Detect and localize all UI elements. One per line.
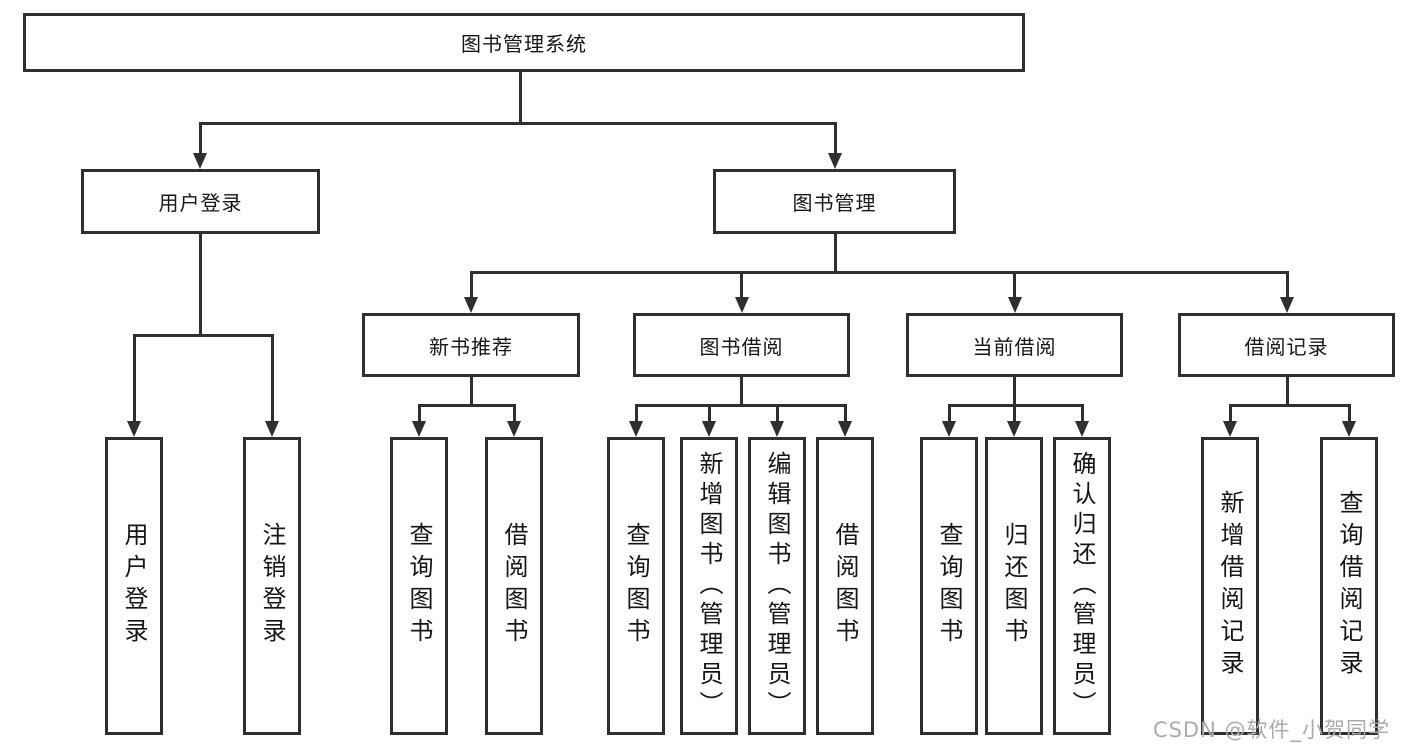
connector — [512, 405, 516, 423]
leaf-borrow-query-book-label: 查询图书 — [622, 522, 650, 650]
arrowhead-icon — [507, 421, 521, 437]
leaf-return-book: 归还图书 — [985, 437, 1043, 735]
leaf-borrow-book: 借阅图书 — [816, 437, 874, 735]
connector — [417, 405, 421, 423]
connector — [1012, 405, 1016, 423]
leaf-logout: 注销登录 — [243, 437, 301, 735]
connector — [1228, 405, 1232, 423]
connector — [634, 405, 638, 423]
arrowhead-icon — [1280, 297, 1294, 313]
leaf-edit-book-admin: 编辑图书（管理员） — [748, 437, 806, 735]
connector — [469, 377, 473, 405]
connector — [947, 403, 1084, 407]
node-borrow-records-label: 借阅记录 — [1244, 334, 1329, 359]
arrowhead-icon — [412, 421, 426, 437]
node-book-management-label: 图书管理 — [792, 191, 877, 215]
connector — [775, 405, 779, 423]
leaf-add-book-admin: 新增图书（管理员） — [680, 437, 738, 735]
node-user-login-label: 用户登录 — [158, 191, 243, 215]
arrowhead-icon — [629, 421, 643, 437]
node-new-book-recommend-label: 新书推荐 — [429, 334, 513, 359]
leaf-query-borrow-record-label: 查询借阅记录 — [1335, 490, 1363, 682]
connector — [469, 270, 1289, 274]
leaf-user-login-label: 用户登录 — [120, 522, 148, 650]
leaf-borrow-query-book: 查询图书 — [607, 437, 665, 735]
connector — [417, 403, 516, 407]
arrowhead-icon — [1342, 421, 1356, 437]
arrowhead-icon — [127, 421, 141, 437]
connector — [1285, 377, 1289, 405]
arrowhead-icon — [838, 421, 852, 437]
node-borrow-records: 借阅记录 — [1178, 313, 1395, 377]
arrowhead-icon — [1007, 421, 1021, 437]
connector — [518, 72, 522, 123]
node-user-login: 用户登录 — [81, 169, 320, 234]
connector — [740, 272, 743, 299]
leaf-add-borrow-record: 新增借阅记录 — [1201, 437, 1259, 735]
node-book-borrow-label: 图书借阅 — [699, 334, 784, 359]
arrowhead-icon — [1075, 421, 1089, 437]
connector — [740, 377, 743, 405]
arrowhead-icon — [770, 421, 784, 437]
connector — [132, 335, 136, 423]
arrowhead-icon — [702, 421, 716, 437]
leaf-confirm-return-admin-label: 确认归还（管理员） — [1068, 451, 1096, 721]
connector — [843, 405, 847, 423]
leaf-logout-label: 注销登录 — [258, 522, 286, 650]
connector — [198, 123, 202, 156]
arrowhead-icon — [1007, 297, 1022, 313]
node-root-label: 图书管理系统 — [461, 32, 587, 56]
leaf-current-query-book-label: 查询图书 — [935, 522, 963, 650]
leaf-edit-book-admin-label: 编辑图书（管理员） — [763, 451, 791, 721]
connector — [947, 405, 951, 423]
arrowhead-icon — [734, 297, 749, 313]
leaf-current-query-book: 查询图书 — [920, 437, 978, 735]
node-current-borrow-label: 当前借阅 — [972, 334, 1057, 359]
connector — [1013, 377, 1016, 405]
leaf-recommend-query-book-label: 查询图书 — [405, 522, 433, 650]
connector — [833, 233, 837, 272]
arrowhead-icon — [193, 153, 207, 169]
connector — [1013, 272, 1016, 299]
connector — [198, 121, 837, 125]
arrowhead-icon — [1223, 421, 1237, 437]
connector — [1347, 405, 1351, 423]
node-current-borrow: 当前借阅 — [906, 313, 1123, 377]
node-book-borrow: 图书借阅 — [633, 313, 850, 377]
connector — [198, 233, 202, 335]
connector — [1080, 405, 1084, 423]
node-root: 图书管理系统 — [23, 13, 1025, 72]
arrowhead-icon — [942, 421, 956, 437]
connector — [634, 403, 847, 407]
leaf-add-book-admin-label: 新增图书（管理员） — [695, 451, 723, 721]
connector — [833, 123, 837, 156]
connector — [707, 405, 711, 423]
connector — [469, 272, 473, 299]
leaf-borrow-book-label: 借阅图书 — [831, 522, 859, 650]
connector — [1285, 272, 1289, 299]
node-new-book-recommend: 新书推荐 — [362, 313, 580, 377]
leaf-confirm-return-admin: 确认归还（管理员） — [1053, 437, 1111, 735]
connector — [270, 335, 274, 423]
leaf-return-book-label: 归还图书 — [1000, 522, 1028, 650]
arrowhead-icon — [464, 297, 478, 313]
connector — [1228, 403, 1351, 407]
leaf-user-login: 用户登录 — [105, 437, 163, 735]
node-book-management: 图书管理 — [713, 169, 956, 234]
leaf-recommend-query-book: 查询图书 — [390, 437, 448, 735]
connector — [132, 333, 274, 337]
leaf-add-borrow-record-label: 新增借阅记录 — [1216, 490, 1244, 682]
csdn-watermark: CSDN @软件_小贺同学 — [1152, 718, 1390, 742]
leaf-recommend-borrow-book: 借阅图书 — [485, 437, 543, 735]
arrowhead-icon — [265, 421, 279, 437]
arrowhead-icon — [828, 153, 842, 169]
leaf-query-borrow-record: 查询借阅记录 — [1320, 437, 1378, 735]
leaf-recommend-borrow-book-label: 借阅图书 — [500, 522, 528, 650]
